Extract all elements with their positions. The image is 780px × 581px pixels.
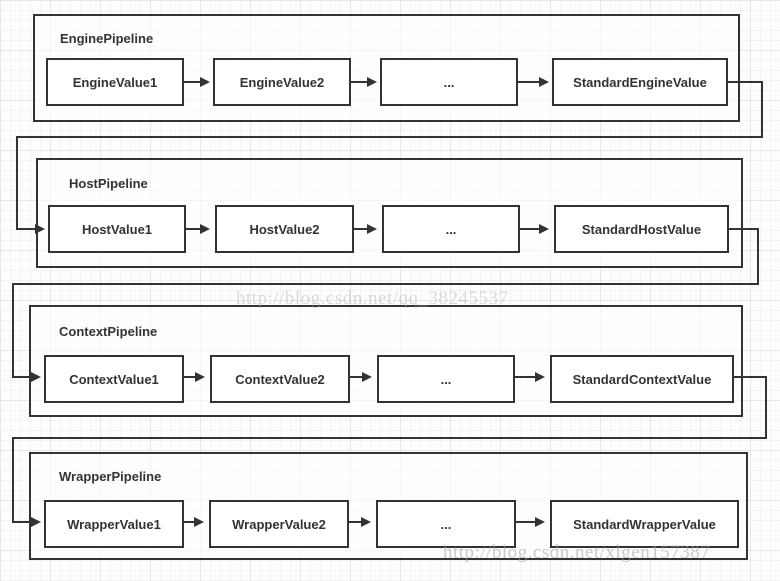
node-host-dots: ... xyxy=(382,205,520,253)
node-engine-value1: EngineValue1 xyxy=(46,58,184,106)
node-host-standard: StandardHostValue xyxy=(554,205,729,253)
node-context-value2: ContextValue2 xyxy=(210,355,350,403)
pipeline-engine: EnginePipeline EngineValue1 EngineValue2… xyxy=(33,14,740,122)
node-wrapper-standard: StandardWrapperValue xyxy=(550,500,739,548)
pipeline-context-title: ContextPipeline xyxy=(59,324,158,339)
node-context-standard: StandardContextValue xyxy=(550,355,734,403)
node-wrapper-value1: WrapperValue1 xyxy=(44,500,184,548)
node-engine-standard: StandardEngineValue xyxy=(552,58,728,106)
pipeline-context: ContextPipeline ContextValue1 ContextVal… xyxy=(29,305,743,417)
node-context-dots: ... xyxy=(377,355,515,403)
pipeline-host: HostPipeline HostValue1 HostValue2 ... S… xyxy=(36,158,743,268)
pipeline-wrapper-title: WrapperPipeline xyxy=(59,469,162,484)
node-host-value1: HostValue1 xyxy=(48,205,186,253)
node-wrapper-value2: WrapperValue2 xyxy=(209,500,349,548)
node-host-value2: HostValue2 xyxy=(215,205,354,253)
node-wrapper-dots: ... xyxy=(376,500,516,548)
pipeline-host-title: HostPipeline xyxy=(69,176,148,191)
pipeline-wrapper: WrapperPipeline WrapperValue1 WrapperVal… xyxy=(29,452,748,560)
pipeline-engine-title: EnginePipeline xyxy=(60,31,154,46)
node-engine-dots: ... xyxy=(380,58,518,106)
node-engine-value2: EngineValue2 xyxy=(213,58,351,106)
node-context-value1: ContextValue1 xyxy=(44,355,184,403)
